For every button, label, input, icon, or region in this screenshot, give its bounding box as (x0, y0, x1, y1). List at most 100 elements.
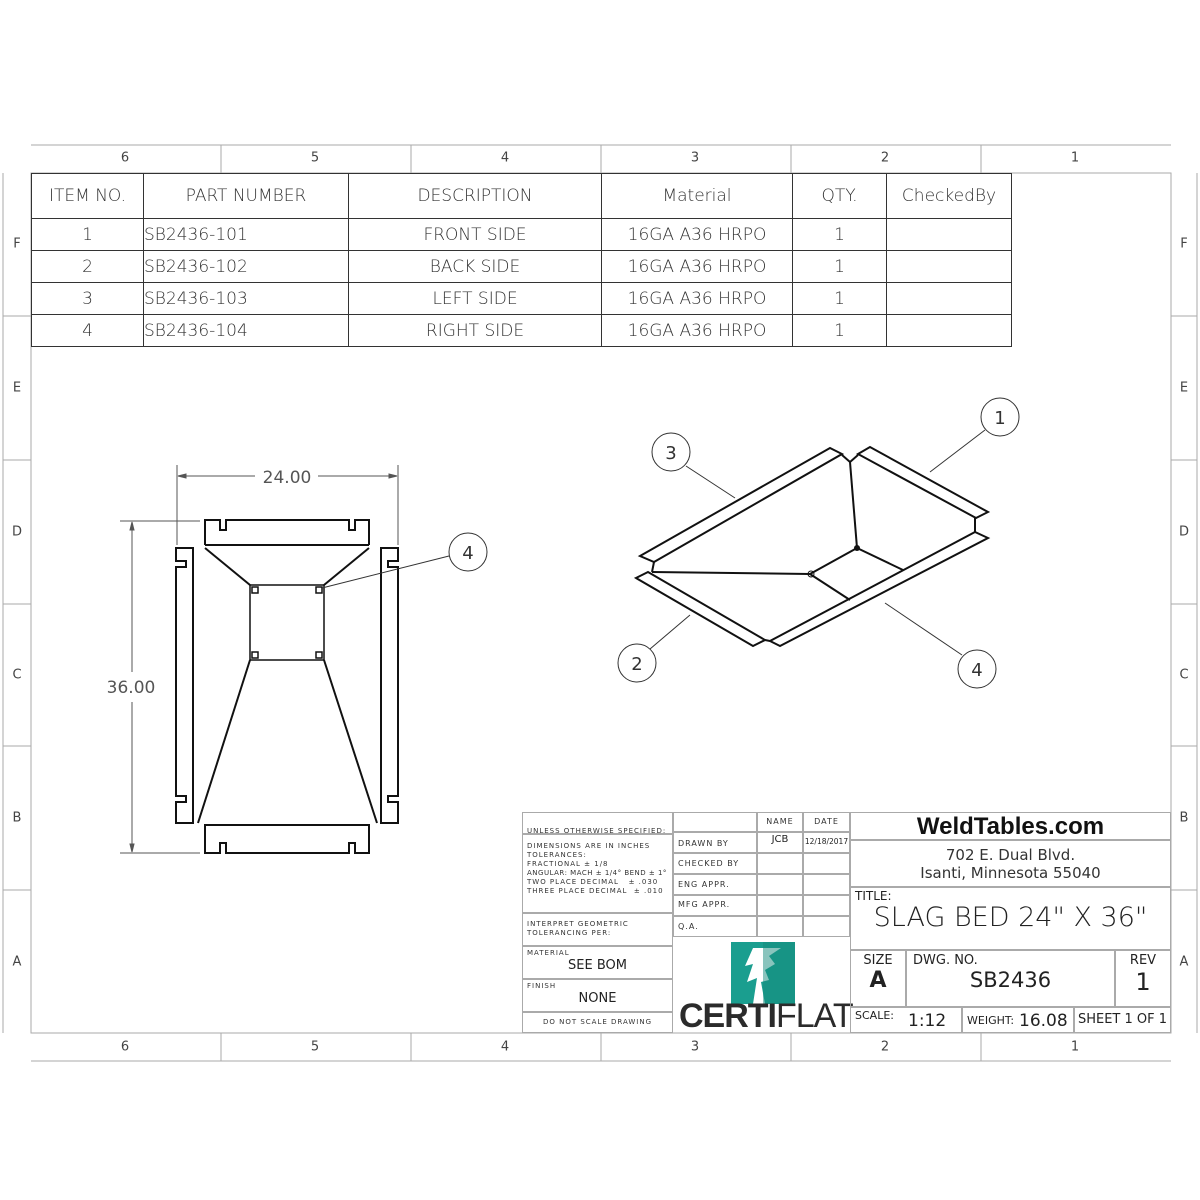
top-view-outline (175, 519, 399, 854)
zone-col-label: 6 (120, 150, 130, 166)
bom-header: ITEM NO. (31, 173, 144, 219)
tolerance-line: TWO PLACE DECIMAL ± .030 (527, 878, 659, 886)
zone-col-label: 6 (120, 1039, 130, 1055)
tolerance-line: THREE PLACE DECIMAL ± .010 (527, 887, 664, 895)
dwg-no-label: DWG. NO. (913, 953, 978, 968)
drawn-date: 12/18/2017 (803, 832, 850, 853)
company-name: WeldTables.com (850, 812, 1171, 840)
date-header: DATE (803, 812, 850, 832)
zone-col-label: 5 (310, 150, 320, 166)
zone-row-label: A (1179, 954, 1189, 970)
blank-cell (757, 874, 803, 895)
rev-cell: REV 1 (1115, 950, 1171, 1007)
unless-specified-cell: UNLESS OTHERWISE SPECIFIED: (522, 812, 673, 835)
balloon-number: 2 (631, 654, 642, 675)
blank-cell (803, 874, 850, 895)
blank-cell (803, 895, 850, 916)
rev-value: 1 (1135, 968, 1151, 996)
blank-cell (803, 916, 850, 937)
material-label: MATERIAL (527, 949, 570, 957)
balloon-number: 3 (665, 443, 676, 464)
address-line-1: 702 E. Dual Blvd. (945, 846, 1076, 864)
sheet-number: SHEET 1 OF 1 (1074, 1007, 1171, 1033)
bom-cell: 16GA A36 HRPO (601, 314, 793, 347)
bom-cell (886, 218, 1012, 251)
width-dimension: 24.00 (263, 468, 312, 488)
zone-col-label: 2 (880, 150, 890, 166)
role-label: Q.A. (673, 916, 757, 937)
address-line-2: Isanti, Minnesota 55040 (920, 864, 1101, 882)
bom-cell: 1 (31, 218, 144, 251)
tolerances-cell: DIMENSIONS ARE IN INCHES TOLERANCES: FRA… (522, 834, 673, 913)
no-scale-label: DO NOT SCALE DRAWING (542, 1018, 653, 1026)
zone-col-label: 1 (1070, 1039, 1080, 1055)
lightning-logo-icon (731, 942, 795, 1004)
zone-col-label: 3 (690, 150, 700, 166)
zone-col-label: 3 (690, 1039, 700, 1055)
bom-cell: 1 (792, 250, 887, 283)
zone-row-label: F (13, 236, 21, 252)
role-label: ENG APPR. (673, 874, 757, 895)
size-label: SIZE (863, 953, 893, 968)
bom-cell: RIGHT SIDE (348, 314, 602, 347)
bom-cell: SB2436-101 (143, 218, 349, 251)
bom-cell: 16GA A36 HRPO (601, 218, 793, 251)
interpret-line: TOLERANCING PER: (527, 929, 612, 937)
balloon-number: 1 (994, 408, 1005, 429)
zone-row-label: C (1179, 667, 1189, 683)
bom-cell: 1 (792, 218, 887, 251)
rev-label: REV (1129, 953, 1157, 968)
bom-cell: 1 (792, 282, 887, 315)
no-scale-cell: DO NOT SCALE DRAWING (522, 1012, 673, 1033)
balloon-leader (884, 602, 963, 656)
title-cell: TITLE: SLAG BED 24" X 36" (850, 887, 1171, 950)
weight-value: 16.08 (1019, 1011, 1068, 1031)
weight-label: WEIGHT: (967, 1014, 1015, 1027)
balloon-number: 4 (462, 543, 473, 564)
bom-cell: 1 (792, 314, 887, 347)
dimension-lines (120, 465, 399, 854)
balloon-leader (649, 614, 691, 650)
scale-cell: SCALE: 1:12 (850, 1007, 962, 1033)
zone-row-label: E (1179, 380, 1189, 396)
material-cell: MATERIAL SEE BOM (522, 946, 673, 979)
zone-row-label: D (1178, 524, 1190, 540)
interpret-line: INTERPRET GEOMETRIC (527, 920, 629, 928)
balloon (957, 649, 997, 689)
size-value: A (869, 968, 887, 993)
isometric-view: 1 2 3 4 (617, 397, 1020, 689)
drawing-title: SLAG BED 24" X 36" (873, 902, 1148, 933)
tolerance-line: ANGULAR: MACH ± 1/4° BEND ± 1° (527, 869, 667, 877)
balloon-leader (321, 555, 450, 589)
finish-cell: FINISH NONE (522, 979, 673, 1012)
iso-outline (633, 445, 991, 648)
bom-cell: FRONT SIDE (348, 218, 602, 251)
bom-cell: LEFT SIDE (348, 282, 602, 315)
unless-label: UNLESS OTHERWISE SPECIFIED: (527, 827, 667, 835)
blank-cell (757, 895, 803, 916)
zone-row-label: A (12, 954, 22, 970)
top-view: 24.00 36.00 4 (107, 465, 488, 854)
size-cell: SIZE A (850, 950, 906, 1007)
zone-col-label: 5 (310, 1039, 320, 1055)
tolerance-line: FRACTIONAL ± 1/8 (527, 860, 609, 868)
blank-cell (673, 812, 757, 832)
dwg-no-cell: DWG. NO. SB2436 (906, 950, 1115, 1007)
pan-bottom (249, 584, 325, 661)
zone-col-label: 4 (500, 1039, 510, 1055)
logo-text-bold: CERTI (679, 997, 777, 1035)
bom-cell: 4 (31, 314, 144, 347)
balloon (980, 397, 1020, 437)
material-value: SEE BOM (568, 958, 627, 973)
finish-value: NONE (578, 991, 617, 1006)
zone-row-label: B (1179, 810, 1189, 826)
blank-cell (757, 853, 803, 874)
interpret-cell: INTERPRET GEOMETRIC TOLERANCING PER: (522, 913, 673, 946)
zone-col-label: 1 (1070, 150, 1080, 166)
role-label: DRAWN BY (673, 832, 757, 853)
balloon-leader (685, 465, 736, 499)
